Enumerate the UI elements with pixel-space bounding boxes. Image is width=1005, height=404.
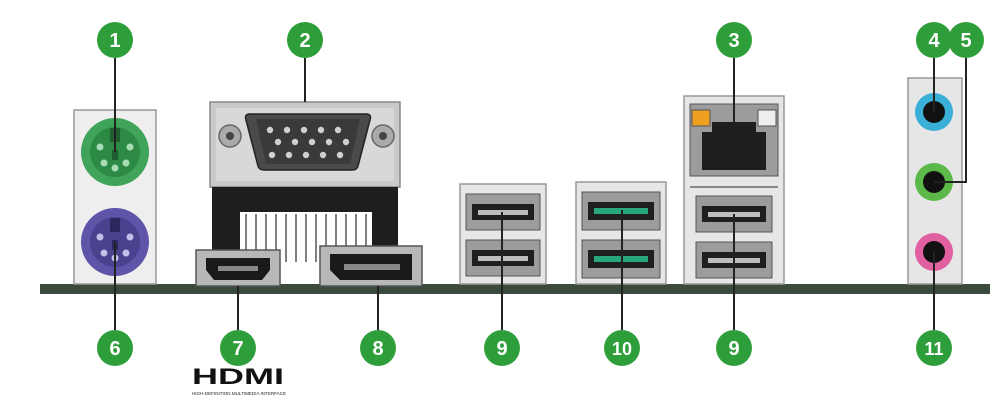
- hdmi-wordmark: HDMI: [192, 364, 284, 389]
- callout-badge-2: 2: [287, 22, 323, 58]
- callout-badge-3: 3: [716, 22, 752, 58]
- callout-number: 10: [612, 339, 632, 359]
- callout-badge-6: 6: [97, 330, 133, 366]
- callout-number: 6: [109, 338, 120, 360]
- callout-number: 2: [299, 30, 310, 52]
- callout-badge-5: 5: [948, 22, 984, 58]
- hdmi-logo: HDMI HIGH-DEFINITION MULTIMEDIA INTERFAC…: [192, 364, 286, 396]
- callout-badge-8: 8: [360, 330, 396, 366]
- callout-badge-10: 10: [604, 330, 640, 366]
- callout-number: 4: [928, 30, 940, 52]
- callout-number: 1: [109, 30, 120, 52]
- callout-number: 9: [728, 338, 739, 360]
- callout-number: 7: [232, 338, 243, 360]
- callout-badge-9-left: 9: [484, 330, 520, 366]
- video-housing: [212, 187, 398, 212]
- board-strip: [40, 284, 990, 294]
- callout-badge-1: 1: [97, 22, 133, 58]
- hdmi-tagline: HIGH-DEFINITION MULTIMEDIA INTERFACE: [192, 391, 286, 396]
- callout-number: 9: [496, 338, 507, 360]
- callout-badge-7: 7: [220, 330, 256, 366]
- leader-lines: [114, 58, 967, 330]
- callout-badge-4: 4: [916, 22, 952, 58]
- callout-number: 3: [728, 30, 739, 52]
- video-ports: [195, 101, 423, 287]
- callout-number: 11: [924, 339, 943, 359]
- callout-badge-11: 11: [916, 330, 952, 366]
- callout-badge-9-right: 9: [716, 330, 752, 366]
- callout-number: 5: [960, 30, 971, 52]
- vga-port: [209, 101, 401, 188]
- hdmi-port: [195, 249, 281, 287]
- callout-number: 8: [372, 338, 383, 360]
- displayport: [319, 245, 423, 287]
